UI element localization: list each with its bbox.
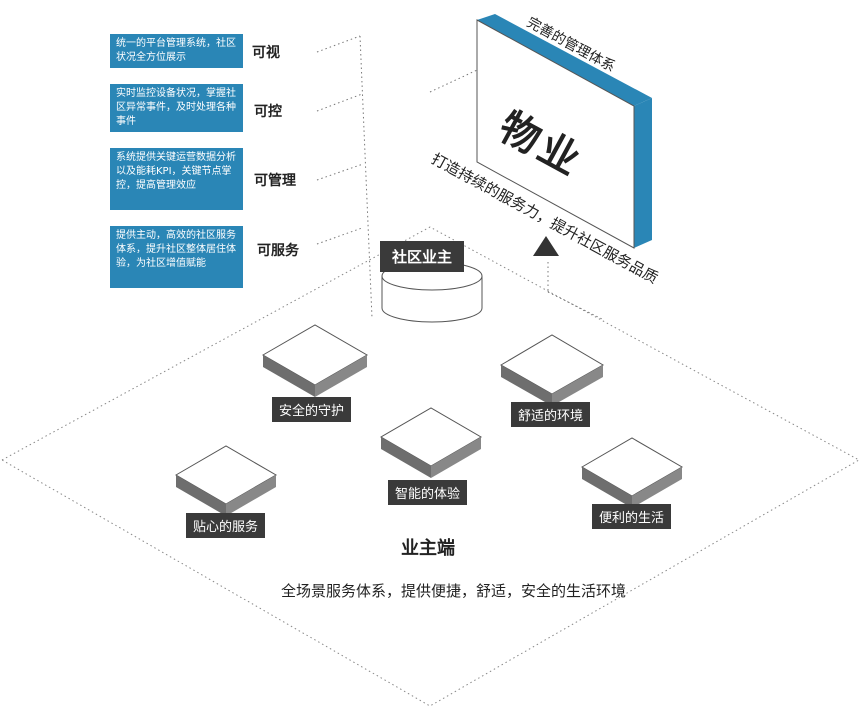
cube-convenience bbox=[581, 437, 683, 508]
side-box-visible: 统一的平台管理系统，社区状况全方位展示 bbox=[110, 34, 243, 68]
side-label-service: 可服务 bbox=[257, 243, 299, 259]
cube-experience bbox=[380, 407, 482, 478]
cube-security bbox=[261, 324, 369, 397]
feature-tag-environment: 舒适的环境 bbox=[511, 402, 591, 427]
property-panel bbox=[476, 14, 652, 249]
owner-side-title: 业主端 bbox=[401, 538, 455, 559]
side-label-control: 可控 bbox=[254, 104, 282, 120]
side-box-control: 实时监控设备状况，掌握社区异常事件，及时处理各种事件 bbox=[110, 84, 243, 132]
side-label-manage: 可管理 bbox=[254, 173, 296, 189]
side-box-service: 提供主动，高效的社区服务体系，提升社区整体居住体验，为社区增值赋能 bbox=[110, 226, 243, 288]
feature-tag-security: 安全的守护 bbox=[272, 397, 352, 422]
connector-lines bbox=[316, 35, 605, 321]
up-arrow-icon bbox=[533, 236, 559, 256]
feature-tag-service: 贴心的服务 bbox=[186, 513, 266, 538]
cube-service bbox=[175, 445, 277, 516]
owner-tag: 社区业主 bbox=[380, 241, 465, 272]
cube-environment bbox=[500, 334, 604, 406]
side-box-manage: 系统提供关键运营数据分析以及能耗KPI，关键节点掌控，提高管理效应 bbox=[110, 148, 243, 210]
owner-side-subtitle: 全场景服务体系，提供便捷，舒适，安全的生活环境 bbox=[281, 582, 627, 600]
side-label-visible: 可视 bbox=[252, 45, 280, 61]
feature-tag-convenience: 便利的生活 bbox=[592, 504, 672, 529]
feature-tag-experience: 智能的体验 bbox=[388, 480, 468, 505]
platform-outline bbox=[0, 226, 861, 707]
